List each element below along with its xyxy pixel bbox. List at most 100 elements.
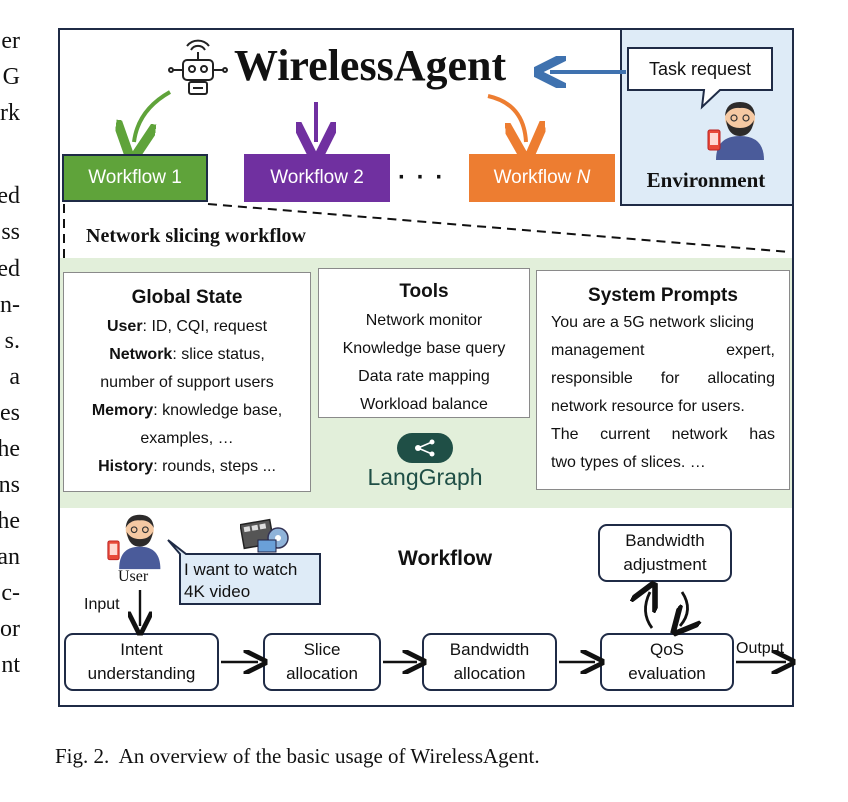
history-val: : rounds, steps ... xyxy=(153,458,276,475)
arrow-to-workflow-n xyxy=(487,94,526,142)
system-prompt-word: for xyxy=(660,370,680,387)
workflow-ellipsis: · · · xyxy=(398,164,446,191)
system-prompt-line: network resource for users. xyxy=(551,393,775,421)
workflow-2-label: Workflow 2 xyxy=(270,167,364,188)
input-label: Input xyxy=(84,596,120,613)
global-state-panel: Global State User: ID, CQI, request Netw… xyxy=(63,272,311,492)
system-prompt-word: management xyxy=(551,342,645,359)
side-fragment: ed xyxy=(0,256,20,282)
slice-allocation-box[interactable]: Slice allocation xyxy=(263,633,381,691)
figure-frame xyxy=(58,28,794,707)
system-prompt-word: allocating xyxy=(707,370,775,387)
network-val: : slice status, xyxy=(172,346,265,363)
network-slicing-label: Network slicing workflow xyxy=(86,225,306,247)
system-prompt-line: management expert, xyxy=(551,337,775,365)
user-key: User xyxy=(106,318,143,335)
system-prompt-word: expert, xyxy=(726,342,775,359)
system-prompt-word: current xyxy=(600,426,650,443)
bandwidth-allocation-box[interactable]: Bandwidth allocation xyxy=(422,633,557,691)
system-prompt-word: network resource for users. xyxy=(551,398,745,415)
bandwidth-adjustment-box[interactable]: Bandwidth adjustment xyxy=(598,524,732,582)
tool-item: Network monitor xyxy=(365,312,483,329)
workflow-n-italic: N xyxy=(576,167,591,188)
side-fragment: he xyxy=(0,436,20,462)
side-fragment: ed xyxy=(0,183,20,209)
arrow-adjustment-to-qos xyxy=(680,591,688,626)
system-prompts-panel: System Prompts You are a 5G network slic… xyxy=(536,270,790,490)
side-fragment: s. xyxy=(4,328,20,354)
side-fragment: a xyxy=(9,364,20,390)
task-request-bubble xyxy=(627,47,773,110)
qos-line-1: QoS xyxy=(649,640,685,659)
user-speech-bubble xyxy=(167,539,321,605)
global-state-memory: Memory: knowledge base, xyxy=(64,397,310,425)
side-fragment: er xyxy=(1,28,20,54)
zoom-dashed-lines xyxy=(63,203,791,258)
video-icon xyxy=(240,518,289,553)
speech-line-2: 4K video xyxy=(184,582,251,601)
global-state-network: Network: slice status, xyxy=(64,341,310,369)
side-fragment: c- xyxy=(1,580,20,606)
system-prompts-text: You are a 5G network slicing management ex… xyxy=(551,309,775,477)
qos-line-2: evaluation xyxy=(628,664,706,683)
workflow-2-button[interactable]: Workflow 2 xyxy=(244,154,390,202)
person-icon xyxy=(707,102,764,160)
arrow-to-workflow-1 xyxy=(134,90,171,142)
global-state-memory-2: examples, … xyxy=(140,430,234,447)
side-fragment: an xyxy=(0,544,20,570)
global-state-title: Global State xyxy=(131,287,243,308)
memory-val: : knowledge base, xyxy=(153,402,283,419)
workflow-1-button[interactable]: Workflow 1 xyxy=(62,154,208,202)
global-state-network-2: number of support users xyxy=(100,374,274,391)
workflow-n-prefix: Workflow xyxy=(493,167,577,188)
workflow-title: Workflow xyxy=(398,547,493,570)
task-request-text: Task request xyxy=(648,59,752,79)
user-label: User xyxy=(118,568,149,585)
side-fragment: or xyxy=(0,616,20,642)
bw-adj-line-1: Bandwidth xyxy=(625,531,705,550)
robot-icon xyxy=(168,39,228,95)
qos-evaluation-box[interactable]: QoS evaluation xyxy=(600,633,734,691)
slice-line-2: allocation xyxy=(286,664,358,683)
bw-alloc-line-1: Bandwidth xyxy=(449,640,530,659)
page-title: WirelessAgent xyxy=(234,41,507,90)
system-prompt-word: responsible xyxy=(551,370,633,387)
side-fragment: ss xyxy=(1,219,20,245)
workflow-1-label: Workflow 1 xyxy=(88,167,182,188)
history-key: History xyxy=(98,458,154,475)
side-fragment: ns xyxy=(0,472,20,498)
side-fragment: n- xyxy=(0,292,20,318)
arrow-qos-to-adjustment xyxy=(645,592,652,629)
speech-line-1: I want to watch xyxy=(184,560,298,579)
system-prompt-word: You are a 5G network slicing xyxy=(551,314,755,331)
bw-alloc-line-2: allocation xyxy=(453,664,526,683)
system-prompt-line: two types of slices. … xyxy=(551,449,775,477)
tool-item: Knowledge base query xyxy=(342,340,506,357)
side-fragment: es xyxy=(0,400,20,426)
side-fragment: nt xyxy=(1,652,20,678)
side-fragment: G xyxy=(2,64,20,90)
figure-caption: Fig. 2. An overview of the basic usage o… xyxy=(55,744,540,768)
system-prompt-word: has xyxy=(749,426,775,443)
system-prompt-word: two types of slices. … xyxy=(551,454,706,471)
side-fragment: rk xyxy=(0,100,20,126)
system-prompt-word: network xyxy=(671,426,728,443)
system-prompt-line: responsible for allocating xyxy=(551,365,775,393)
user-val: : ID, CQI, request xyxy=(142,318,268,335)
user-icon xyxy=(107,514,161,570)
memory-key: Memory xyxy=(91,402,154,419)
langgraph-logo-icon xyxy=(397,433,453,463)
tool-item: Workload balance xyxy=(360,396,488,413)
tools-title: Tools xyxy=(399,281,449,302)
global-state-history: History: rounds, steps ... xyxy=(64,453,310,481)
global-state-user: User: ID, CQI, request xyxy=(64,313,310,341)
side-fragment: he xyxy=(0,508,20,534)
environment-label: Environment xyxy=(646,168,766,192)
network-key: Network xyxy=(109,346,173,363)
workflow-n-button[interactable]: Workflow N xyxy=(469,154,615,202)
clipped-side-text: er G rk ed ss ed n- s. a es he ns he an … xyxy=(0,28,40,678)
tools-panel: Tools Network monitor Knowledge base que… xyxy=(318,268,530,418)
